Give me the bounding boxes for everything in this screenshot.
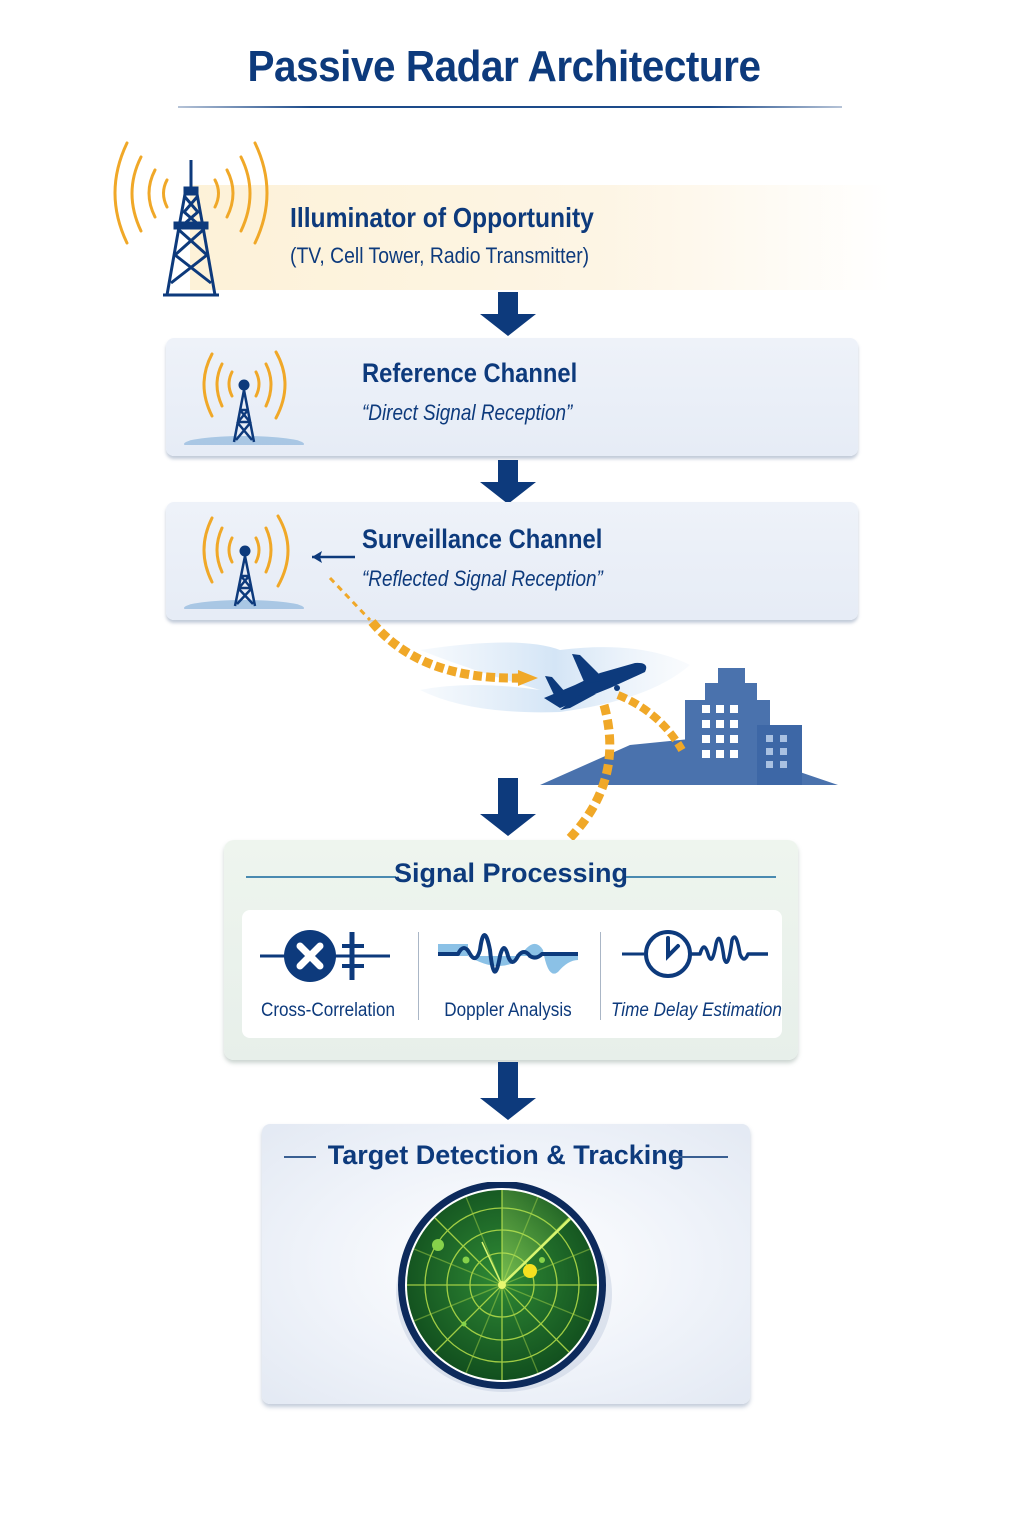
signal-processing-title: Signal Processing (393, 858, 629, 888)
radar-blip (462, 1256, 470, 1264)
signal-reflection-scene (312, 551, 838, 842)
radar-blip (432, 1239, 444, 1251)
title-divider (178, 106, 842, 108)
illuminator-title: Illuminator of Opportunity (290, 202, 594, 233)
signal-processing-panel: Signal Processing Cross-Correlation Dopp… (224, 840, 798, 1060)
page-title: Passive Radar Architecture (247, 42, 761, 91)
cross-correlation-icon (260, 930, 390, 982)
clock-waveform-icon (622, 930, 768, 978)
title-rule-left (246, 876, 396, 878)
buildings-icon (685, 668, 802, 785)
target-detection-title: Target Detection & Tracking (327, 1140, 685, 1170)
reference-channel-card: Reference Channel “Direct Signal Recepti… (166, 338, 858, 456)
step-label-doppler: Doppler Analysis (444, 1000, 572, 1021)
surveillance-channel-subtitle: “Reflected Signal Reception” (362, 566, 603, 591)
echo-path-to-receiver (566, 703, 615, 842)
illuminator-subtitle: (TV, Cell Tower, Radio Transmitter) (290, 243, 590, 268)
step-label-time-delay: Time Delay Estimation (611, 1000, 782, 1021)
radar-blip (461, 1321, 467, 1327)
radar-scope-icon (396, 1182, 612, 1392)
processing-steps: Cross-Correlation Doppler Analysis Time … (242, 910, 782, 1038)
reference-channel-title: Reference Channel (362, 358, 578, 388)
radar-blip (539, 1257, 545, 1263)
surveillance-channel-title: Surveillance Channel (362, 524, 603, 554)
airplane-icon (544, 654, 647, 710)
illumination-signal-path (368, 619, 521, 683)
title-rule-left (284, 1156, 316, 1158)
flow-arrow-down-icon (480, 292, 536, 336)
step-label-cross-correlation: Cross-Correlation (261, 1000, 395, 1021)
echo-path-to-building (616, 691, 686, 753)
title-rule-right (626, 876, 776, 878)
surveillance-channel-card: Surveillance Channel “Reflected Signal R… (166, 502, 858, 620)
reflected-signal-path (328, 576, 372, 622)
antenna-icon (184, 350, 304, 445)
step-divider (418, 932, 419, 1020)
flow-arrow-down-icon (480, 1062, 536, 1120)
antenna-icon (184, 514, 304, 609)
broadcast-tower-icon (113, 141, 269, 297)
title-rule-right (672, 1156, 728, 1158)
target-detection-panel: Target Detection & Tracking (262, 1124, 750, 1404)
flow-arrow-down-icon (480, 778, 536, 836)
radar-target-blip (523, 1264, 537, 1278)
flow-arrow-down-icon (480, 460, 536, 504)
doppler-waveform-icon (438, 933, 578, 974)
illuminator-band (190, 185, 890, 290)
step-divider (600, 932, 601, 1020)
reference-channel-subtitle: “Direct Signal Reception” (362, 400, 573, 425)
